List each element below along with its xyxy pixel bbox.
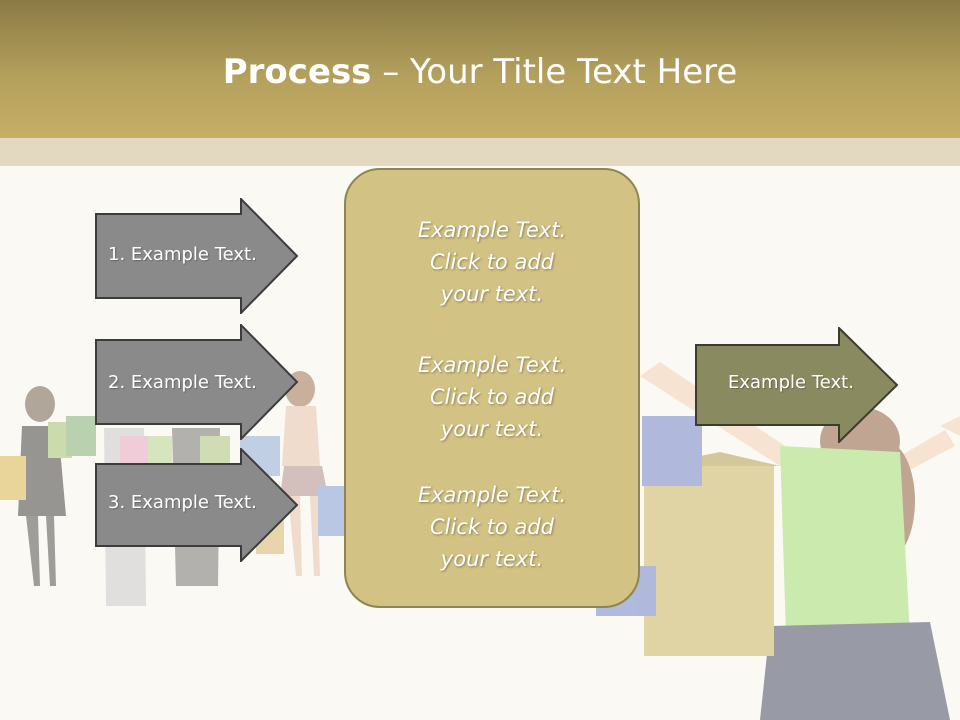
arrow-shape	[695, 327, 899, 443]
center-paragraph-2: Example Text. Click to add your text.	[346, 349, 638, 445]
paragraph-line: your text.	[440, 417, 544, 441]
paragraph-line: your text.	[440, 282, 544, 306]
paragraph-line: your text.	[440, 547, 544, 571]
process-arrow-2[interactable]: 2. Example Text.	[95, 324, 299, 440]
title-bold: Process	[222, 52, 372, 92]
paragraph-line: Example Text.	[417, 353, 567, 377]
arrow-label: 1. Example Text.	[108, 244, 257, 265]
header-band	[0, 138, 960, 166]
result-arrow[interactable]: Example Text.	[695, 327, 899, 443]
title-rest: – Your Title Text Here	[371, 52, 738, 92]
center-paragraph-1: Example Text. Click to add your text.	[346, 214, 638, 310]
paragraph-line: Click to add	[429, 385, 554, 409]
arrow-shape	[95, 198, 299, 314]
center-text-box[interactable]: Example Text. Click to add your text. Ex…	[344, 168, 640, 608]
paragraph-line: Click to add	[429, 515, 554, 539]
arrow-shape	[95, 448, 299, 562]
process-arrow-3[interactable]: 3. Example Text.	[95, 448, 299, 562]
paragraph-line: Example Text.	[417, 483, 567, 507]
center-paragraph-3: Example Text. Click to add your text.	[346, 479, 638, 575]
process-arrow-1[interactable]: 1. Example Text.	[95, 198, 299, 314]
arrow-label: 2. Example Text.	[108, 372, 257, 393]
paragraph-line: Example Text.	[417, 218, 567, 242]
title-bar	[0, 0, 960, 138]
arrow-shape	[95, 324, 299, 440]
arrow-label: Example Text.	[728, 372, 854, 393]
slide-title[interactable]: Process – Your Title Text Here	[0, 52, 960, 92]
paragraph-line: Click to add	[429, 250, 554, 274]
arrow-label: 3. Example Text.	[108, 492, 257, 513]
